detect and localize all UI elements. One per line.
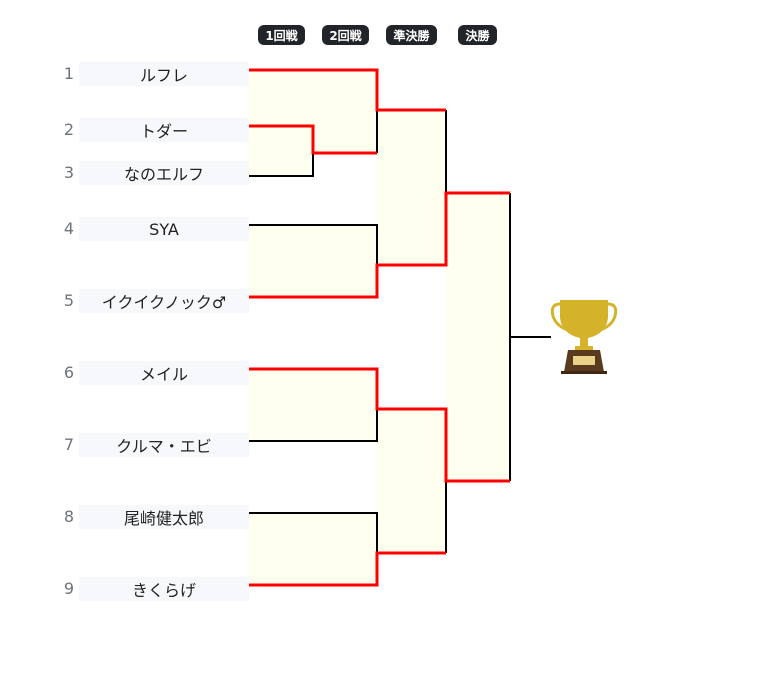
entry-name: なのエルフ [79, 161, 249, 185]
round-label-2: 2回戦 [322, 25, 369, 45]
entry-name: イクイクノック♂ [79, 289, 249, 313]
trophy-icon [550, 300, 618, 374]
round-label-1: 1回戦 [258, 25, 305, 45]
seed-number: 8 [63, 507, 74, 526]
seed-number: 1 [63, 64, 74, 83]
entry-name: 尾崎健太郎 [79, 505, 249, 529]
seed-number: 7 [63, 435, 74, 454]
seed-number: 3 [63, 163, 74, 182]
round-label-final: 決勝 [458, 25, 497, 45]
entry-name: クルマ・エビ [79, 433, 249, 457]
entry-name: トダー [79, 118, 249, 142]
entry-name: SYA [79, 217, 249, 241]
seed-number: 2 [63, 120, 74, 139]
round-label-semifinal: 準決勝 [386, 25, 437, 45]
seed-number: 5 [63, 291, 74, 310]
seed-number: 6 [63, 363, 74, 382]
entry-name: きくらげ [79, 577, 249, 601]
seed-number: 4 [63, 219, 74, 238]
entry-name: ルフレ [79, 62, 249, 86]
seed-number: 9 [63, 579, 74, 598]
entry-name: メイル [79, 361, 249, 385]
